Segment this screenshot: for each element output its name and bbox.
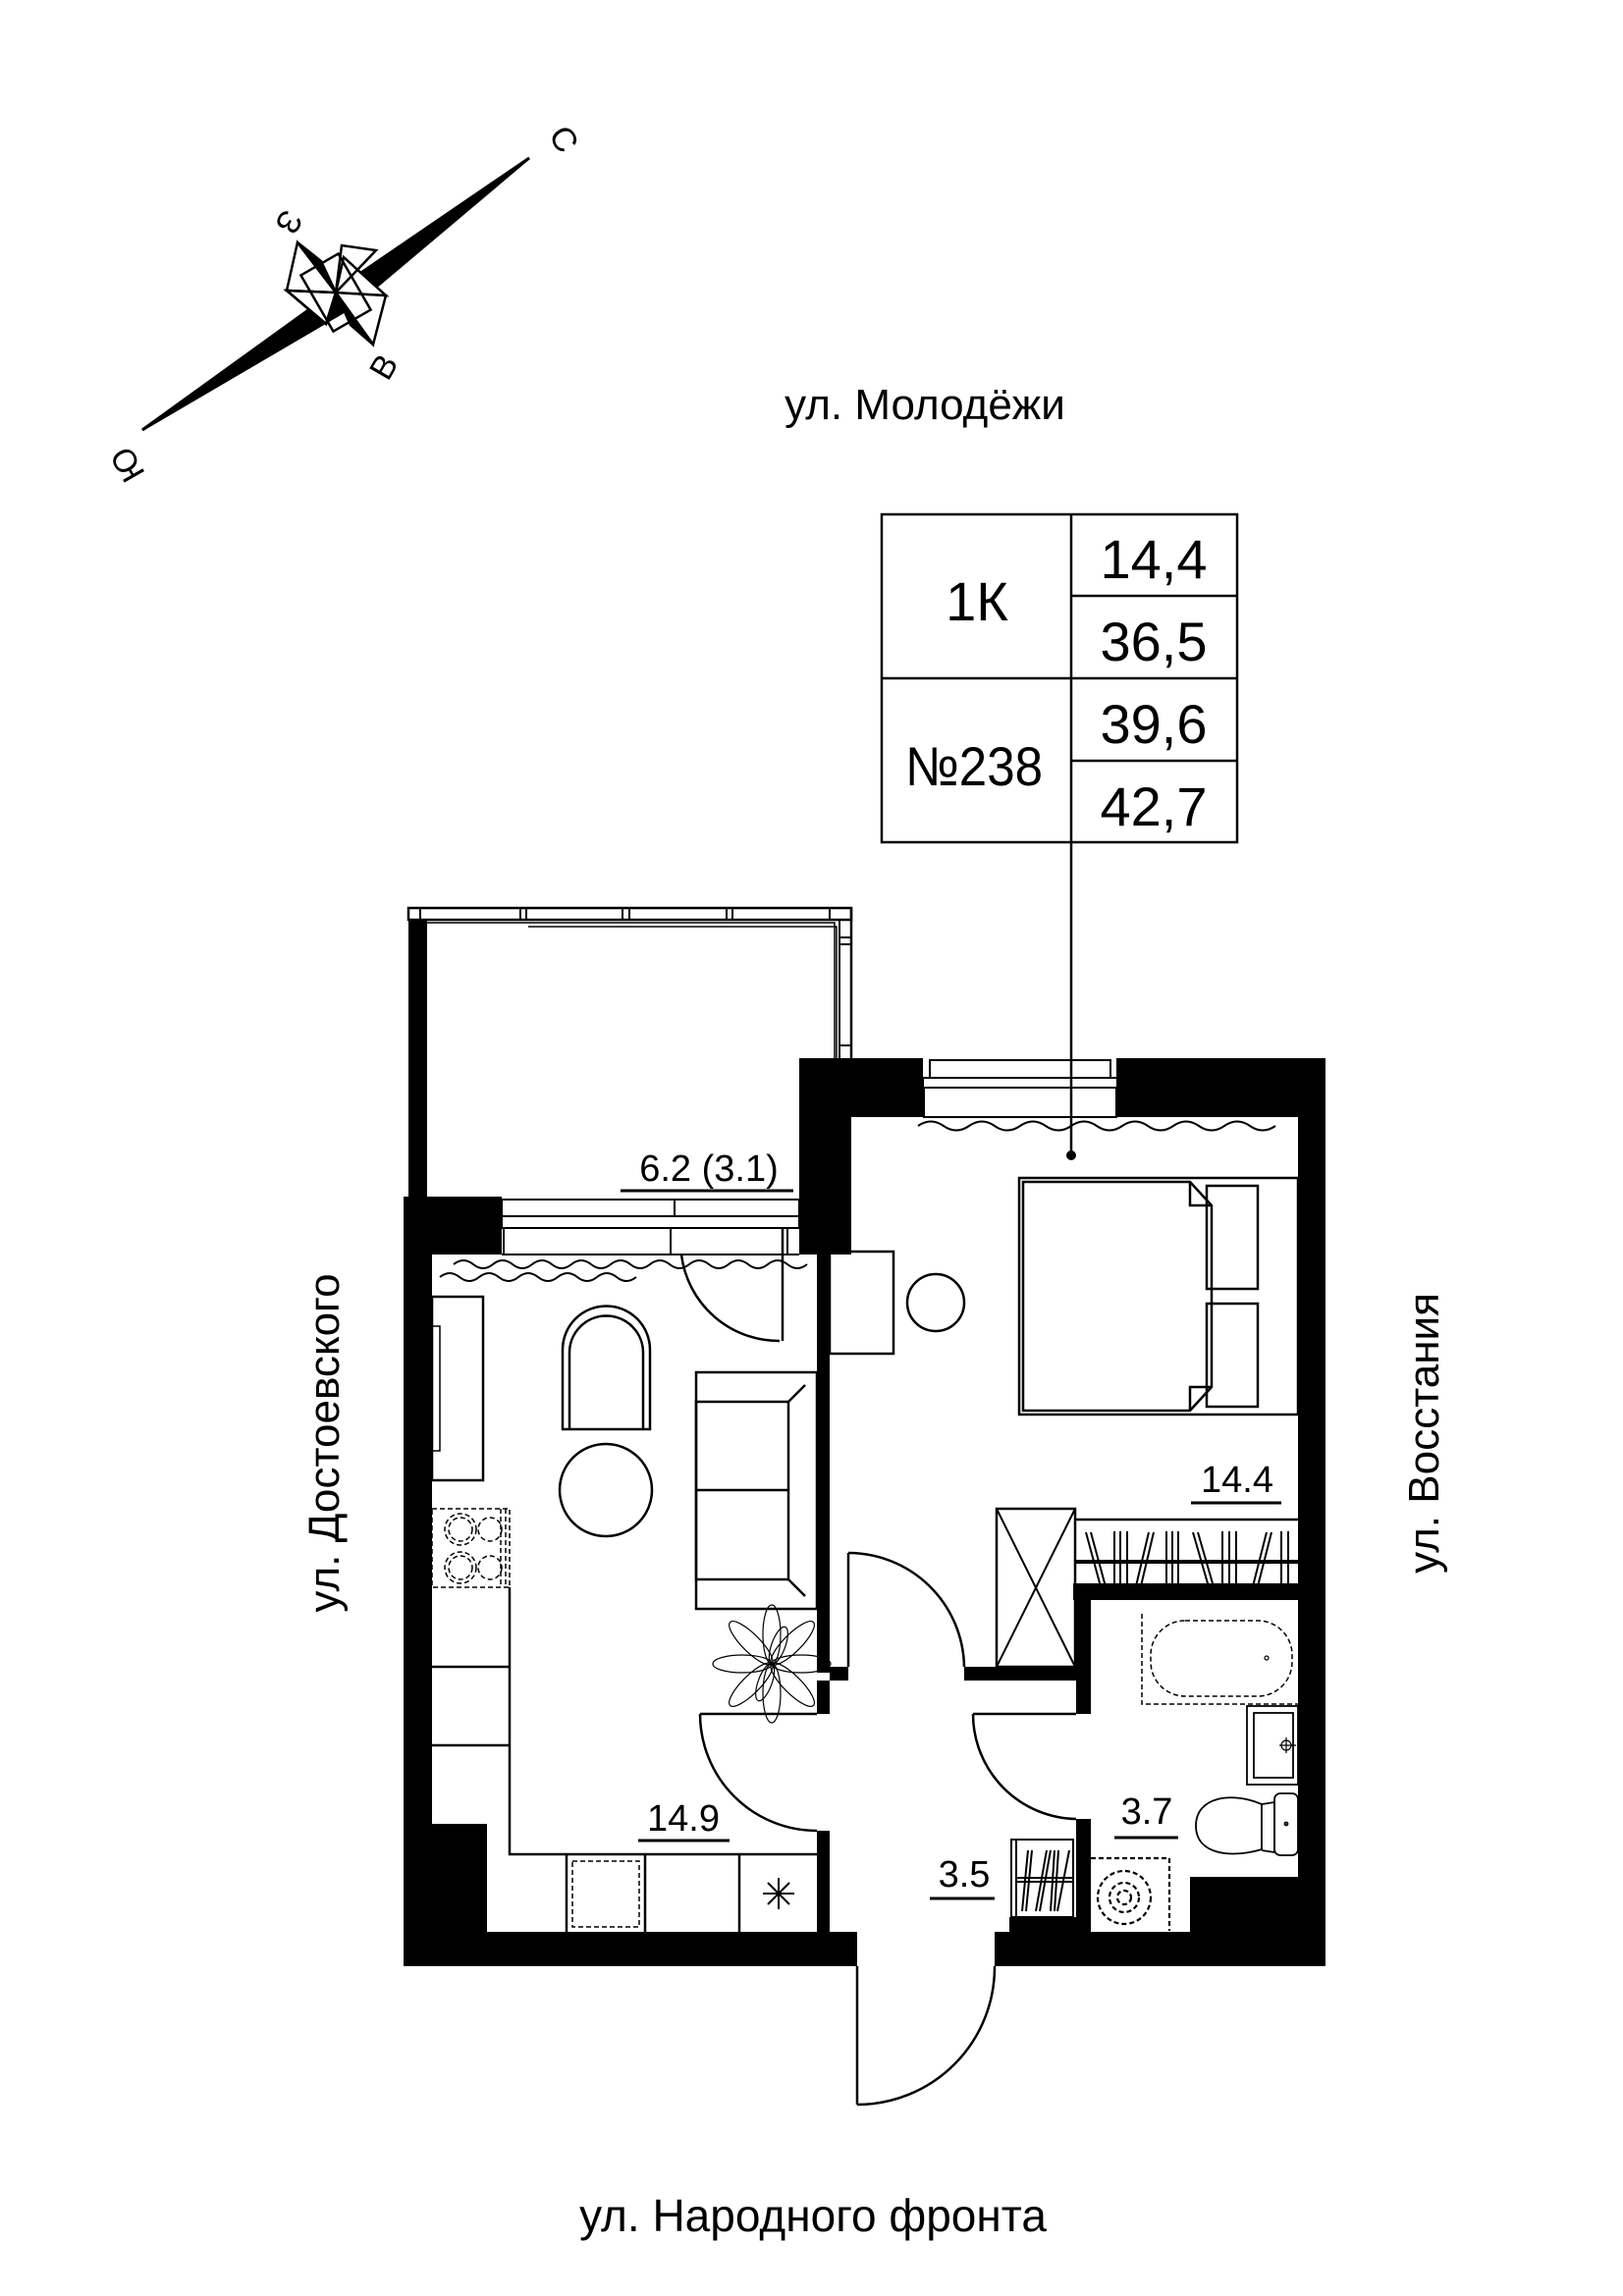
compass-east-label: В bbox=[362, 348, 406, 387]
leader-dot bbox=[1066, 1150, 1076, 1160]
area-value-1: 14,4 bbox=[1101, 528, 1208, 590]
apartment-type: 1К bbox=[946, 570, 1008, 632]
street-label-top: ул. Молодёжи bbox=[784, 381, 1065, 429]
hallway-shoe-rack-icon bbox=[1010, 1839, 1074, 1918]
area-value-2: 36,5 bbox=[1101, 611, 1208, 672]
walls bbox=[404, 1058, 1325, 1966]
wardrobe-icon bbox=[995, 1507, 1298, 1669]
room-area-hallway: 3.5 bbox=[939, 1854, 991, 1896]
street-label-right: ул. Восстания bbox=[1400, 1293, 1448, 1574]
compass-west-label: З bbox=[267, 204, 309, 240]
chair-icon bbox=[561, 1305, 652, 1431]
hood-icon bbox=[763, 1878, 794, 1909]
washbasin-icon bbox=[1246, 1705, 1299, 1786]
sofa-icon bbox=[694, 1370, 819, 1611]
apartment-number: №238 bbox=[905, 735, 1043, 797]
room-area-bathroom: 3.7 bbox=[1121, 1791, 1173, 1833]
curtains bbox=[439, 1120, 1276, 1282]
desk-icon bbox=[828, 1250, 895, 1356]
windows bbox=[501, 1059, 1118, 1255]
area-value-4: 42,7 bbox=[1101, 775, 1208, 837]
balcony bbox=[406, 906, 853, 1200]
bathroom-fixtures bbox=[1091, 1614, 1299, 1931]
kitchen-furniture bbox=[430, 1295, 832, 1932]
plant-icon bbox=[712, 1604, 832, 1724]
room-area-balcony: 6.2 (3.1) bbox=[639, 1148, 779, 1190]
room-area-bedroom: 14.4 bbox=[1201, 1460, 1273, 1501]
stool-icon bbox=[905, 1272, 966, 1333]
washing-machine-icon bbox=[1091, 1856, 1171, 1931]
bed-icon bbox=[1017, 1176, 1300, 1416]
sink-icon bbox=[571, 1860, 640, 1928]
bedroom-furniture bbox=[828, 1176, 1300, 1669]
table-icon bbox=[558, 1442, 654, 1538]
toilet-icon bbox=[1195, 1792, 1299, 1856]
compass-north-label: С bbox=[541, 120, 585, 159]
street-label-bottom: ул. Народного фронта bbox=[579, 2190, 1047, 2241]
bathtub-icon bbox=[1141, 1614, 1298, 1705]
room-area-kitchen: 14.9 bbox=[647, 1798, 720, 1840]
doors bbox=[679, 1228, 1077, 2107]
stove-icon bbox=[431, 1508, 511, 1588]
area-value-3: 39,6 bbox=[1101, 693, 1208, 755]
apartment-info-table bbox=[880, 512, 1239, 1155]
compass-south-label: Ю bbox=[103, 441, 152, 489]
street-label-left: ул. Достоевского bbox=[300, 1273, 349, 1612]
compass-rose-icon bbox=[141, 156, 530, 432]
